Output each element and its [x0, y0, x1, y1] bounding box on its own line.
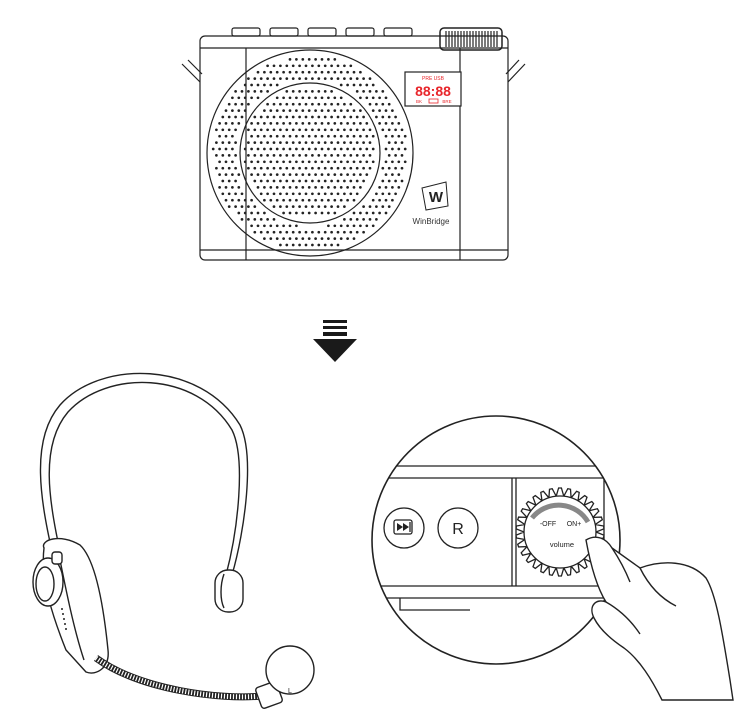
off-label: -OFF: [540, 521, 556, 528]
speaker-unit: [181, 27, 526, 261]
closeup-view: R -OFF ON+ volume: [371, 415, 621, 665]
r-button[interactable]: R: [437, 507, 479, 549]
down-arrow-icon: [313, 320, 357, 362]
r-button-label: R: [452, 521, 464, 538]
volume-label: volume: [550, 540, 574, 549]
mic-capsule: L: [255, 645, 315, 709]
display-bottom-left: BK: [416, 99, 422, 104]
display-top-label: PRE USB: [422, 76, 445, 82]
gooseneck-boom: [93, 655, 263, 701]
headset-ear-disc: [32, 551, 64, 607]
speaker-grille-inner-ring: [239, 82, 381, 224]
left-lug: [181, 59, 203, 83]
right-ear-pad: [214, 569, 244, 613]
logo-letter: W: [429, 189, 444, 206]
volume-arc: [530, 502, 591, 524]
speaker-grille-dots: [211, 58, 407, 247]
right-lug: [505, 59, 526, 83]
on-label: ON+: [567, 521, 582, 528]
hand-pointer: [585, 536, 734, 701]
display-digits: 88:88: [415, 83, 451, 99]
top-buttons: [231, 27, 413, 37]
headset-microphone: L: [32, 372, 315, 709]
brand-name: WinBridge: [413, 217, 450, 226]
speaker-display: PRE USB 88:88 BK BRE: [404, 71, 462, 107]
display-bottom-right: BRE: [442, 99, 451, 104]
speaker-grille-outer: [206, 49, 414, 257]
speaker-body: [199, 35, 509, 261]
volume-knob[interactable]: -OFF ON+ volume: [515, 487, 605, 577]
indicator-dots: [61, 608, 67, 630]
top-volume-knob: [439, 27, 503, 51]
headband: [39, 372, 249, 576]
mic-letter: L: [288, 688, 292, 695]
brand-logo: W WinBridge: [413, 181, 450, 226]
play-skip-button[interactable]: [383, 507, 425, 549]
display-battery-icon: [428, 98, 439, 104]
